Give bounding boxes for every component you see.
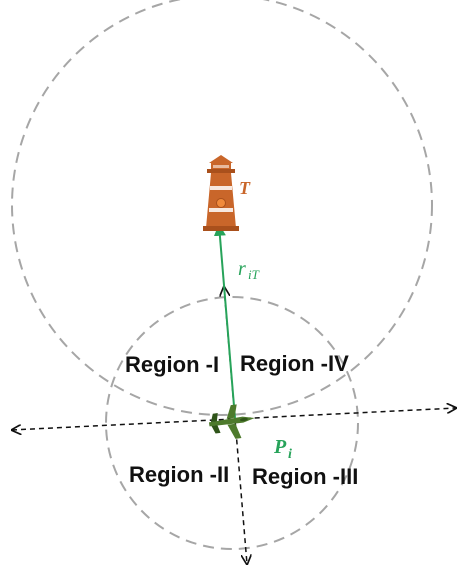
horizontal-axis — [12, 408, 456, 430]
platform-label-subscript: i — [288, 447, 292, 462]
range-vector — [213, 223, 236, 419]
range-label: r iT — [238, 258, 260, 282]
region-2-label: Region -II — [129, 462, 229, 487]
range-label-main: r — [238, 258, 246, 280]
platform-label: P i — [273, 436, 292, 462]
region-1-label: Region -I — [125, 352, 219, 377]
fighter-jet-icon — [208, 404, 255, 439]
region-4-label: Region -IV — [240, 351, 349, 376]
target-label: T — [239, 178, 251, 198]
region-3-label: Region -III — [252, 464, 358, 489]
lighthouse-icon — [203, 155, 239, 231]
platform-label-main: P — [273, 436, 287, 458]
range-label-subscript: iT — [248, 267, 260, 282]
